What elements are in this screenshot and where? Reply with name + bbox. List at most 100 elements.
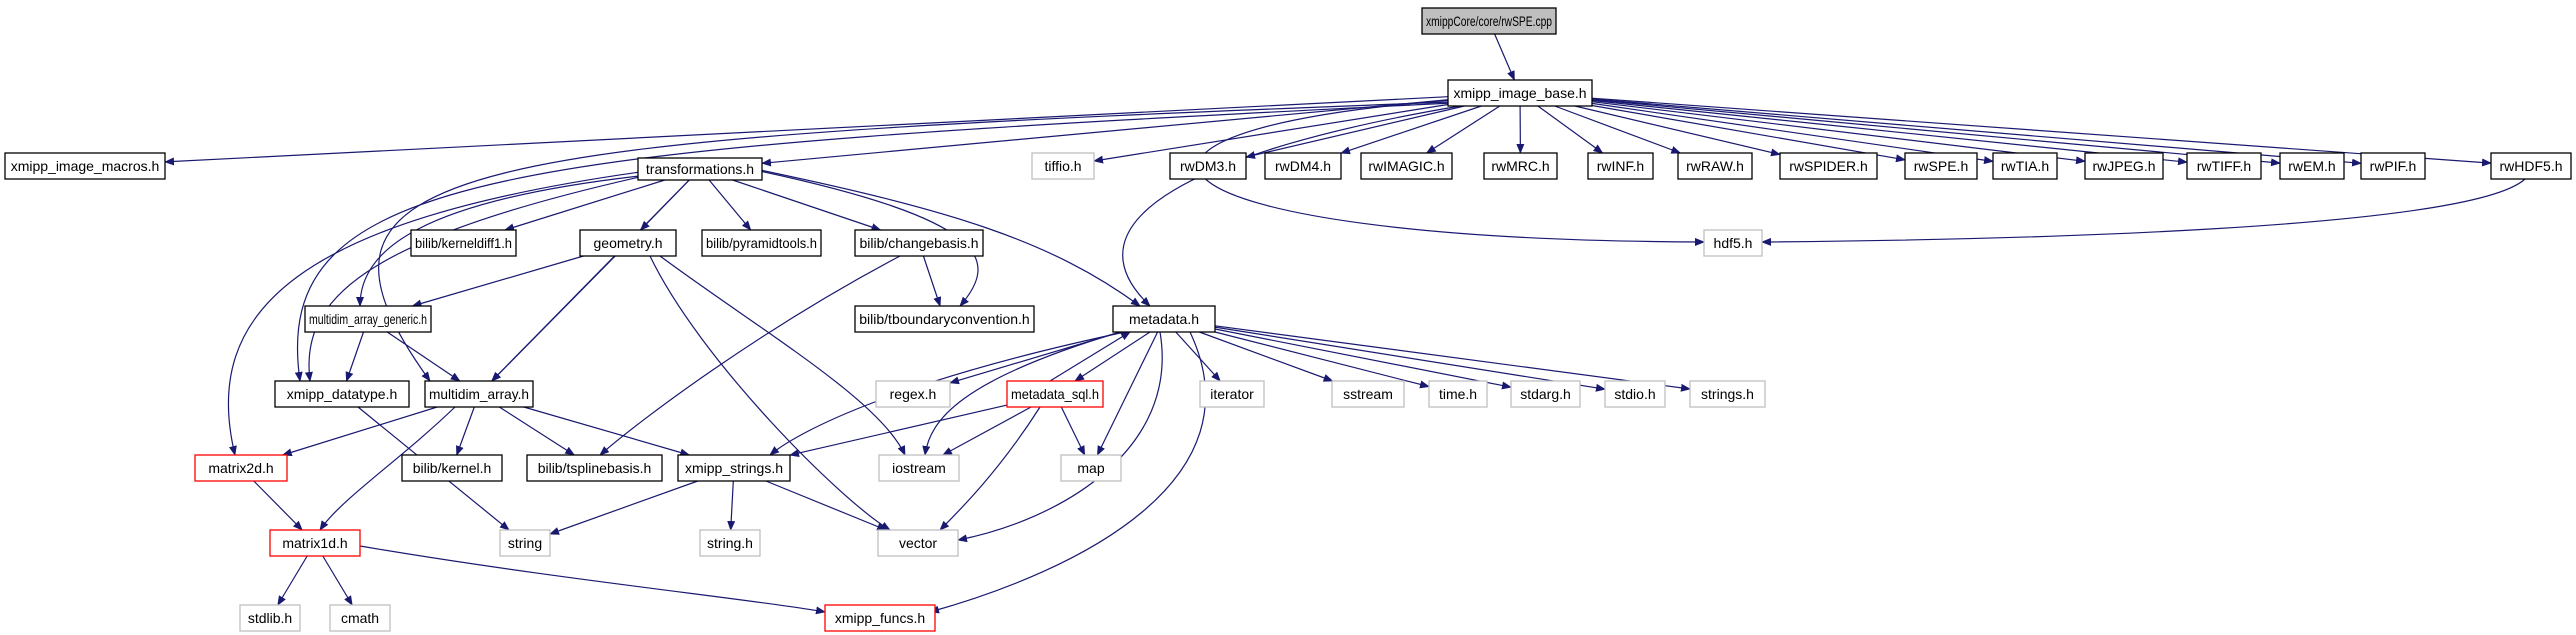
- node-rwSPE[interactable]: rwSPE.h: [1904, 152, 1978, 180]
- node-string[interactable]: string: [499, 529, 551, 557]
- node-stdio[interactable]: stdio.h: [1604, 380, 1666, 408]
- node-multidim-array[interactable]: multidim_array.h: [424, 380, 534, 408]
- edge-transformations-to-changebasis: [732, 179, 882, 231]
- node-box: [1483, 152, 1558, 180]
- node-metadata[interactable]: metadata.h: [1112, 305, 1216, 333]
- node-hdf5[interactable]: hdf5.h: [1703, 229, 1763, 257]
- edge-transformations-to-matrix2d: [227, 171, 641, 456]
- node-xmipp-strings[interactable]: xmipp_strings.h: [677, 454, 791, 482]
- edge-xmipp_image_base-to-rwTIA: [1591, 102, 1994, 165]
- node-label: geometry.h: [594, 235, 663, 251]
- node-box: [424, 380, 534, 408]
- node-rwTIFF[interactable]: rwTIFF.h: [2186, 152, 2262, 180]
- edge-metadata-to-map: [1096, 331, 1159, 456]
- edge-xmipp_image_base-to-transformations: [761, 99, 1449, 167]
- node-box: [329, 604, 391, 632]
- node-geometry[interactable]: geometry.h: [579, 229, 677, 257]
- node-iterator[interactable]: iterator: [1199, 380, 1265, 408]
- edge-rwHDF5-to-hdf5: [1761, 178, 2526, 246]
- node-xmipp-image-base[interactable]: xmipp_image_base.h: [1447, 79, 1593, 107]
- node-pyramidtools[interactable]: bilib/pyramidtools.h: [701, 229, 822, 257]
- edge-matrix1d-to-cmath: [322, 555, 353, 606]
- node-box: [304, 305, 432, 333]
- node-box: [1169, 152, 1247, 180]
- node-cmath[interactable]: cmath: [329, 604, 391, 632]
- node-rwHDF5[interactable]: rwHDF5.h: [2490, 152, 2572, 180]
- node-rwMRC[interactable]: rwMRC.h: [1483, 152, 1558, 180]
- node-box: [854, 305, 1035, 333]
- edge-rwSPE_cpp-to-xmipp_image_base: [1494, 33, 1515, 81]
- node-label: bilib/kernel.h: [413, 460, 492, 476]
- node-rwEM[interactable]: rwEM.h: [2279, 152, 2345, 180]
- node-metadata-sql[interactable]: metadata_sql.h: [1006, 380, 1104, 408]
- node-label: matrix1d.h: [282, 535, 347, 551]
- node-box: [1904, 152, 1978, 180]
- node-box: [1421, 7, 1557, 35]
- node-sstream[interactable]: sstream: [1331, 380, 1405, 408]
- edge-xmipp_strings-to-vector: [765, 480, 888, 531]
- node-kerneldiff1[interactable]: bilib/kerneldiff1.h: [410, 229, 517, 257]
- node-stdlib[interactable]: stdlib.h: [239, 604, 301, 632]
- node-box: [1006, 380, 1104, 408]
- node-rwIMAGIC[interactable]: rwIMAGIC.h: [1360, 152, 1453, 180]
- node-label: multidim_array_generic.h: [309, 311, 427, 327]
- node-changebasis[interactable]: bilib/changebasis.h: [854, 229, 984, 257]
- node-tboundary[interactable]: bilib/tboundaryconvention.h: [854, 305, 1035, 333]
- node-box: [2084, 152, 2164, 180]
- node-matrix1d[interactable]: matrix1d.h: [269, 529, 361, 557]
- node-xmipp-image-macros[interactable]: xmipp_image_macros.h: [4, 152, 166, 180]
- node-box: [824, 604, 936, 632]
- node-xmipp-datatype[interactable]: xmipp_datatype.h: [274, 380, 410, 408]
- node-rwTIA[interactable]: rwTIA.h: [1992, 152, 2058, 180]
- node-strings[interactable]: strings.h: [1689, 380, 1766, 408]
- node-rwINF[interactable]: rwINF.h: [1587, 152, 1654, 180]
- node-time[interactable]: time.h: [1428, 380, 1488, 408]
- node-label: rwINF.h: [1597, 158, 1644, 174]
- edge-changebasis-to-tboundary: [922, 255, 942, 307]
- node-vector[interactable]: vector: [877, 529, 959, 557]
- node-label: rwRAW.h: [1686, 158, 1744, 174]
- node-box: [1587, 152, 1654, 180]
- node-box: [2490, 152, 2572, 180]
- node-label: rwTIFF.h: [2197, 158, 2251, 174]
- edge-transformations-to-xmipp_datatype: [304, 175, 645, 382]
- node-label: regex.h: [890, 386, 937, 402]
- node-xmipp-funcs[interactable]: xmipp_funcs.h: [824, 604, 936, 632]
- edge-xmipp_image_base-to-multidim_array: [378, 101, 1451, 382]
- node-rwDM4[interactable]: rwDM4.h: [1264, 152, 1342, 180]
- node-box: [274, 380, 410, 408]
- node-box: [875, 380, 951, 408]
- node-rwPIF[interactable]: rwPIF.h: [2360, 152, 2426, 180]
- node-mag[interactable]: multidim_array_generic.h: [304, 305, 432, 333]
- node-label: bilib/tboundaryconvention.h: [859, 311, 1029, 327]
- node-label: bilib/changebasis.h: [859, 235, 978, 251]
- node-box: [854, 229, 984, 257]
- node-tspline[interactable]: bilib/tsplinebasis.h: [526, 454, 663, 482]
- edge-matrix1d-to-xmipp_funcs: [359, 545, 826, 615]
- node-rwDM3[interactable]: rwDM3.h: [1169, 152, 1247, 180]
- node-tiffio[interactable]: tiffio.h: [1031, 152, 1095, 180]
- node-rwJPEG[interactable]: rwJPEG.h: [2084, 152, 2164, 180]
- edge-metadata_sql-to-iostream: [942, 406, 1032, 456]
- node-box: [269, 529, 361, 557]
- edge-transformations-to-metadata: [759, 169, 1141, 307]
- node-rwRAW[interactable]: rwRAW.h: [1677, 152, 1753, 180]
- edge-xmipp_image_base-to-rwIMAGIC: [1425, 105, 1501, 154]
- node-transformations[interactable]: transformations.h: [637, 157, 763, 181]
- node-rwSPIDER[interactable]: rwSPIDER.h: [1779, 152, 1878, 180]
- node-box: [410, 229, 517, 257]
- node-box: [239, 604, 301, 632]
- edge-metadata-to-sstream: [1199, 331, 1334, 382]
- node-regex[interactable]: regex.h: [875, 380, 951, 408]
- node-box: [637, 157, 763, 181]
- node-string-h[interactable]: string.h: [699, 529, 761, 557]
- node-stdarg[interactable]: stdarg.h: [1510, 380, 1581, 408]
- node-iostream[interactable]: iostream: [878, 454, 960, 482]
- node-box: [401, 454, 503, 482]
- node-matrix2d[interactable]: matrix2d.h: [194, 454, 288, 482]
- node-map[interactable]: map: [1060, 454, 1122, 482]
- node-label: rwPIF.h: [2370, 158, 2417, 174]
- node-bkernel[interactable]: bilib/kernel.h: [401, 454, 503, 482]
- edge-xmipp_image_base-to-rwEM: [1591, 99, 2281, 167]
- node-label: sstream: [1343, 386, 1393, 402]
